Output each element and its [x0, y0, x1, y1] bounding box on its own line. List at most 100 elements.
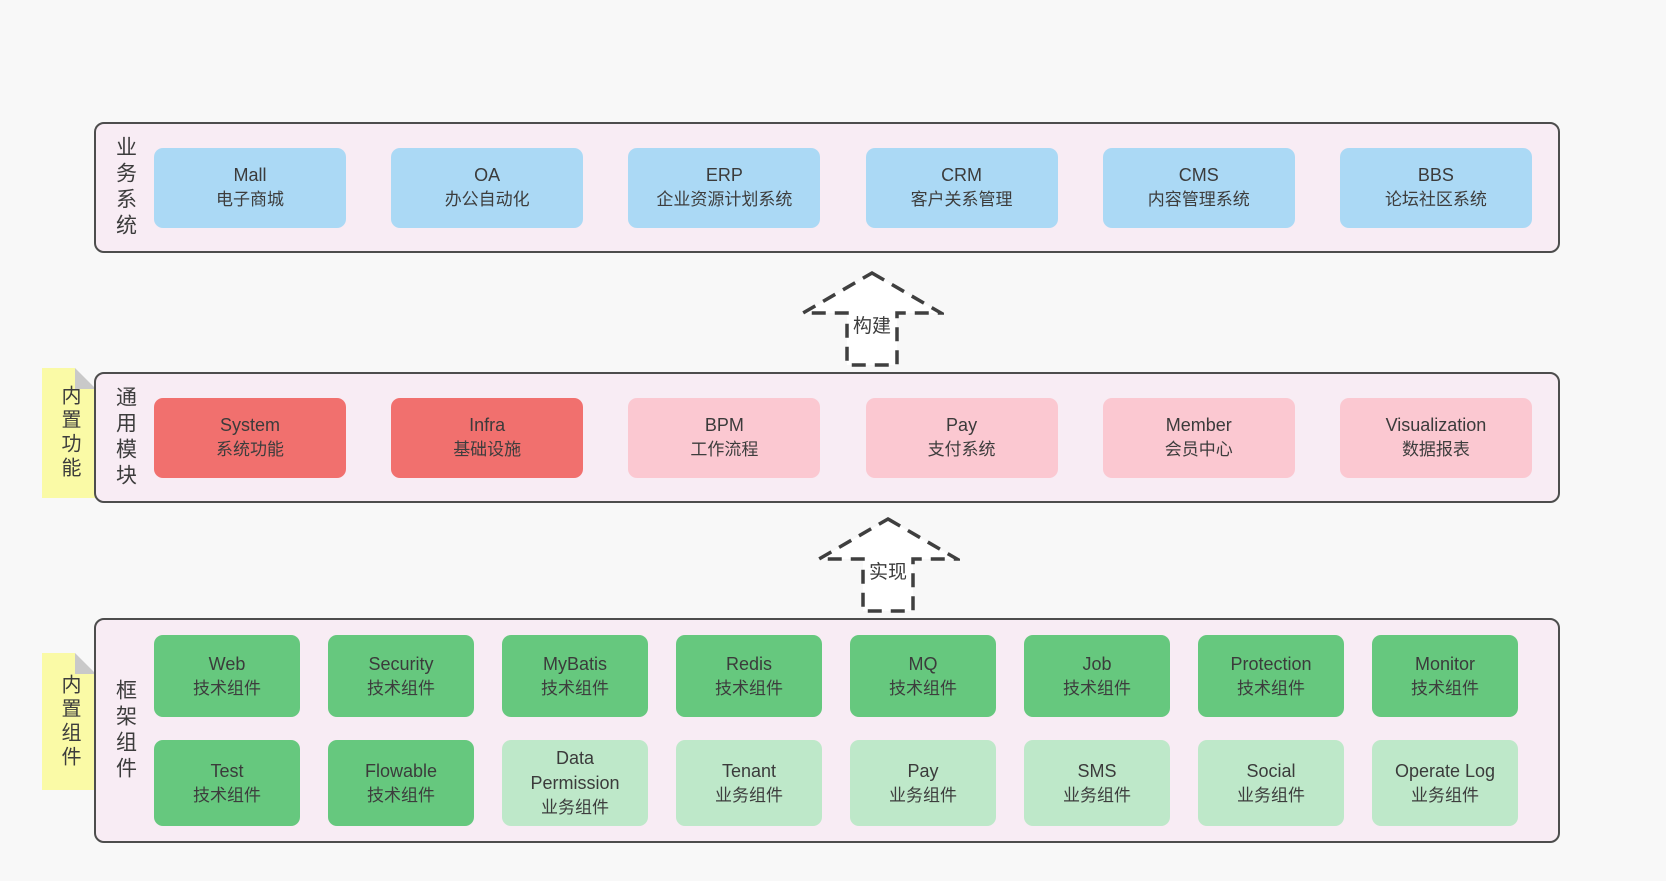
band-label-business-systems: 业务系统 — [96, 124, 154, 251]
box-title: Tenant — [721, 760, 777, 781]
box-web: Web 技术组件 — [154, 635, 300, 717]
box-subtitle: 内容管理系统 — [1147, 190, 1250, 210]
box-title: Protection — [1230, 653, 1312, 674]
box-subtitle: 业务组件 — [889, 785, 957, 805]
box-title: Flowable — [364, 760, 438, 781]
sticky-note-builtin-components: 内置组件 — [42, 653, 96, 790]
box-subtitle: 电子商城 — [216, 190, 284, 210]
box-subtitle: 技术组件 — [367, 678, 435, 698]
arrow-build: 构建 — [800, 270, 944, 368]
box-job: Job 技术组件 — [1024, 635, 1170, 717]
box-title: Pay — [946, 415, 978, 436]
box-title: MQ — [908, 653, 938, 674]
box-subtitle: 业务组件 — [1411, 785, 1479, 805]
box-title: Member — [1165, 415, 1232, 436]
box-operate-log: Operate Log 业务组件 — [1372, 740, 1518, 826]
band-label-text: 业务系统 — [113, 135, 137, 240]
box-crm: CRM 客户关系管理 — [865, 147, 1058, 228]
box-mall: Mall 电子商城 — [154, 147, 346, 228]
box-system: System 系统功能 — [154, 397, 346, 478]
box-title: Visualization — [1385, 415, 1487, 436]
box-subtitle: 技术组件 — [1063, 678, 1131, 698]
sticky-note-builtin-features: 内置功能 — [42, 368, 96, 498]
box-oa: OA 办公自动化 — [391, 147, 584, 228]
box-subtitle: 办公自动化 — [444, 190, 530, 210]
box-mq: MQ 技术组件 — [850, 635, 996, 717]
band-label-text: 通用模块 — [113, 385, 137, 490]
box-protection: Protection 技术组件 — [1198, 635, 1344, 717]
box-title: MyBatis — [542, 653, 607, 674]
box-subtitle: 工作流程 — [690, 440, 759, 460]
box-subtitle: 论坛社区系统 — [1384, 190, 1487, 210]
box-title: Monitor — [1414, 653, 1476, 674]
box-subtitle: 业务组件 — [1063, 785, 1131, 805]
framework-row-1: Web 技术组件 Security 技术组件 MyBatis 技术组件 Redi… — [154, 635, 1518, 717]
box-flowable: Flowable 技术组件 — [328, 740, 474, 826]
box-subtitle: 系统功能 — [216, 440, 284, 460]
box-subtitle: 企业资源计划系统 — [656, 190, 793, 210]
box-title: System — [219, 415, 280, 436]
band-label-text: 框架组件 — [113, 678, 137, 783]
box-bpm: BPM 工作流程 — [628, 397, 821, 478]
box-social: Social 业务组件 — [1198, 740, 1344, 826]
box-title: BBS — [1417, 165, 1454, 186]
box-infra: Infra 基础设施 — [391, 397, 584, 478]
box-title: BPM — [704, 415, 744, 436]
box-subtitle: 数据报表 — [1401, 440, 1470, 460]
framework-row-2: Test 技术组件 Flowable 技术组件 Data Permission … — [154, 740, 1518, 826]
box-title: Infra — [469, 415, 506, 436]
box-subtitle: 业务组件 — [715, 785, 783, 805]
box-subtitle: 支付系统 — [927, 440, 996, 460]
box-pay: Pay 支付系统 — [865, 397, 1058, 478]
box-subtitle: 技术组件 — [1237, 678, 1305, 698]
box-title: Mall — [233, 165, 267, 186]
band-business-systems: 业务系统 Mall 电子商城 OA 办公自动化 ERP 企业资源计划系统 CRM… — [94, 122, 1560, 253]
box-subtitle: 会员中心 — [1164, 440, 1233, 460]
arrow-implement-label: 实现 — [865, 557, 911, 584]
band-label-common-modules: 通用模块 — [96, 374, 154, 501]
box-mybatis: MyBatis 技术组件 — [502, 635, 648, 717]
box-erp: ERP 企业资源计划系统 — [628, 147, 821, 228]
box-subtitle: 技术组件 — [1411, 678, 1479, 698]
box-subtitle: 技术组件 — [889, 678, 957, 698]
box-redis: Redis 技术组件 — [676, 635, 822, 717]
box-subtitle: 技术组件 — [541, 678, 609, 698]
box-title: Security — [368, 653, 434, 674]
box-subtitle: 技术组件 — [367, 785, 435, 805]
box-title: Data Permission — [530, 747, 620, 794]
box-bbs: BBS 论坛社区系统 — [1339, 147, 1532, 228]
box-title: SMS — [1077, 760, 1117, 781]
box-pay-component: Pay 业务组件 — [850, 740, 996, 826]
box-data-permission: Data Permission 业务组件 — [502, 740, 648, 826]
box-title: Web — [208, 653, 246, 674]
band-framework-components: 框架组件 Web 技术组件 Security 技术组件 MyBatis 技术组件… — [94, 618, 1560, 843]
box-monitor: Monitor 技术组件 — [1372, 635, 1518, 717]
box-title: CMS — [1178, 165, 1219, 186]
box-title: CRM — [941, 165, 983, 186]
band-common-modules: 通用模块 System 系统功能 Infra 基础设施 BPM 工作流程 Pay… — [94, 372, 1560, 503]
box-title: Test — [210, 760, 244, 781]
box-security: Security 技术组件 — [328, 635, 474, 717]
box-cms: CMS 内容管理系统 — [1102, 147, 1295, 228]
box-sms: SMS 业务组件 — [1024, 740, 1170, 826]
box-subtitle: 基础设施 — [453, 440, 522, 460]
business-systems-row: Mall 电子商城 OA 办公自动化 ERP 企业资源计划系统 CRM 客户关系… — [154, 124, 1532, 251]
box-subtitle: 技术组件 — [193, 678, 261, 698]
box-title: Operate Log — [1394, 760, 1496, 781]
box-title: Redis — [725, 653, 773, 674]
box-subtitle: 业务组件 — [541, 798, 609, 818]
box-test: Test 技术组件 — [154, 740, 300, 826]
box-tenant: Tenant 业务组件 — [676, 740, 822, 826]
box-subtitle: 业务组件 — [1237, 785, 1305, 805]
arrow-build-label: 构建 — [849, 311, 895, 338]
box-visualization: Visualization 数据报表 — [1339, 397, 1532, 478]
arrow-implement: 实现 — [816, 516, 960, 614]
box-member: Member 会员中心 — [1102, 397, 1295, 478]
box-title: Pay — [907, 760, 939, 781]
box-title: Social — [1246, 760, 1296, 781]
sticky-note-text: 内置组件 — [58, 673, 80, 770]
box-subtitle: 技术组件 — [193, 785, 261, 805]
box-title: OA — [474, 165, 501, 186]
sticky-note-text: 内置功能 — [58, 385, 80, 481]
box-subtitle: 客户关系管理 — [910, 190, 1013, 210]
